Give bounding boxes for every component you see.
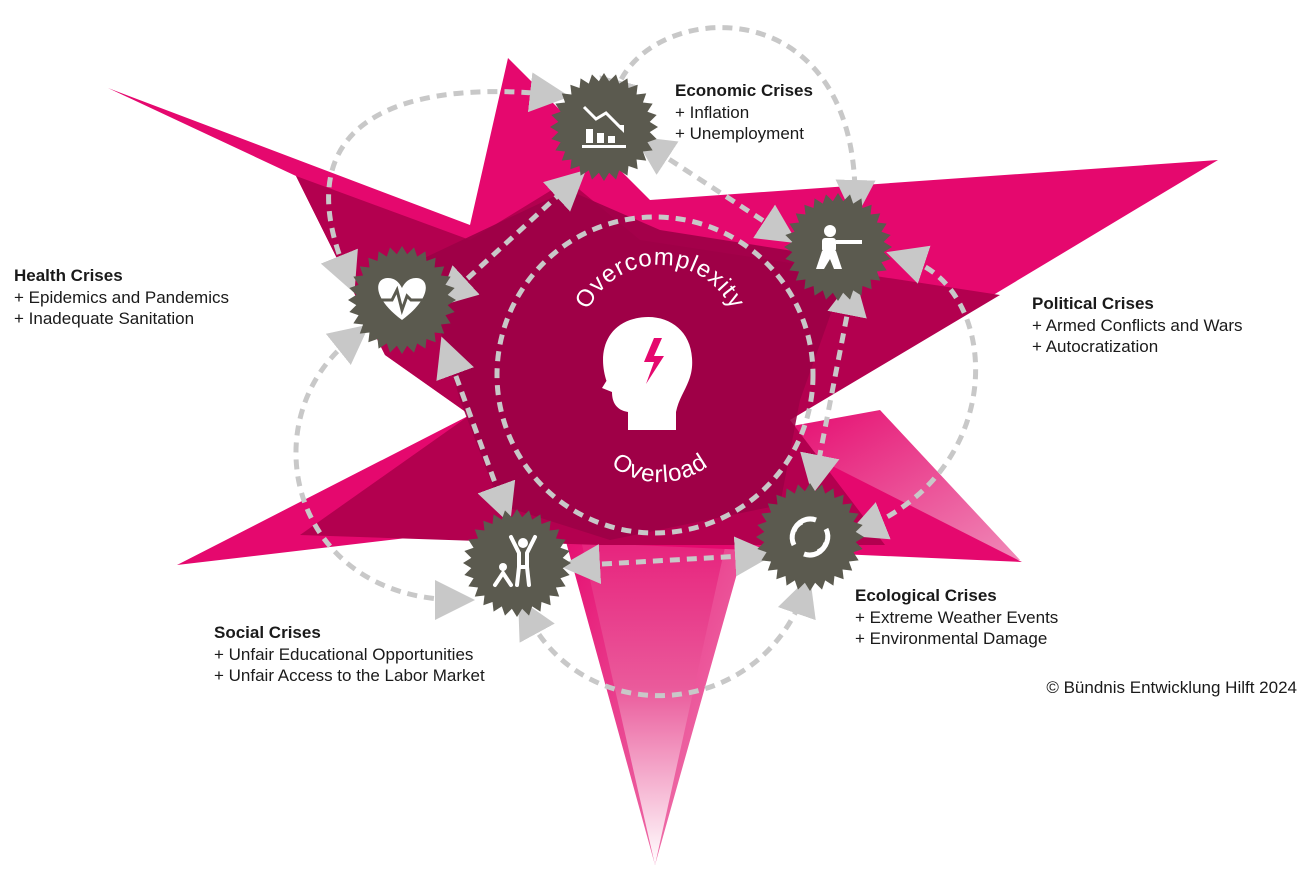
economic-title: Economic Crises bbox=[675, 81, 813, 100]
health-item-1: + Epidemics and Pandemics bbox=[14, 288, 229, 307]
label-political: Political Crises + Armed Conflicts and W… bbox=[1032, 293, 1243, 357]
social-item-2: + Unfair Access to the Labor Market bbox=[214, 666, 485, 685]
arrow-economic-political-outer bbox=[599, 25, 876, 220]
label-social: Social Crises + Unfair Educational Oppor… bbox=[214, 622, 485, 686]
political-item-1: + Armed Conflicts and Wars bbox=[1032, 316, 1243, 335]
badge-burst bbox=[756, 483, 864, 591]
badge-burst bbox=[784, 193, 892, 301]
arrow-health-social bbox=[293, 324, 475, 620]
connection-arrows bbox=[293, 25, 979, 699]
arrow-political-ecological bbox=[846, 245, 979, 540]
ecological-item-2: + Environmental Damage bbox=[855, 629, 1048, 648]
chart-decline-icon bbox=[582, 105, 626, 148]
badge-ecological bbox=[756, 483, 864, 591]
badge-political bbox=[784, 193, 892, 301]
arrow-political-ecological-inner bbox=[800, 275, 867, 495]
arrow-health-economic bbox=[320, 72, 570, 294]
ecological-title: Ecological Crises bbox=[855, 586, 997, 605]
arrow-social-ecological-inner bbox=[560, 536, 775, 585]
health-title: Health Crises bbox=[14, 266, 123, 285]
badge-social bbox=[463, 509, 571, 617]
people-icon bbox=[493, 535, 537, 587]
arrow-health-social-inner bbox=[436, 336, 516, 525]
label-ecological: Ecological Crises + Extreme Weather Even… bbox=[855, 585, 1058, 649]
ecological-item-1: + Extreme Weather Events bbox=[855, 608, 1059, 627]
political-title: Political Crises bbox=[1032, 294, 1154, 313]
copyright-credit: © Bündnis Entwicklung Hilft 2024 bbox=[1046, 678, 1297, 697]
soldier-icon bbox=[816, 225, 862, 269]
political-item-2: + Autocratization bbox=[1032, 337, 1159, 356]
health-item-2: + Inadequate Sanitation bbox=[14, 309, 195, 328]
social-item-1: + Unfair Educational Opportunities bbox=[214, 645, 474, 664]
badge-health bbox=[348, 246, 456, 354]
label-health: Health Crises + Epidemics and Pandemics … bbox=[14, 265, 229, 329]
head-lightning-icon bbox=[602, 316, 693, 430]
social-title: Social Crises bbox=[214, 623, 321, 642]
cycle-arrows-icon bbox=[789, 516, 831, 558]
economic-item-2: + Unemployment bbox=[675, 124, 804, 143]
arrow-economic-political-inner bbox=[634, 136, 798, 244]
label-economic: Economic Crises + Inflation + Unemployme… bbox=[675, 80, 813, 144]
badge-burst bbox=[550, 73, 658, 181]
arrow-social-ecological bbox=[518, 575, 816, 699]
heartbeat-icon bbox=[378, 278, 426, 320]
economic-item-1: + Inflation bbox=[675, 103, 750, 122]
badge-economic bbox=[550, 73, 658, 181]
